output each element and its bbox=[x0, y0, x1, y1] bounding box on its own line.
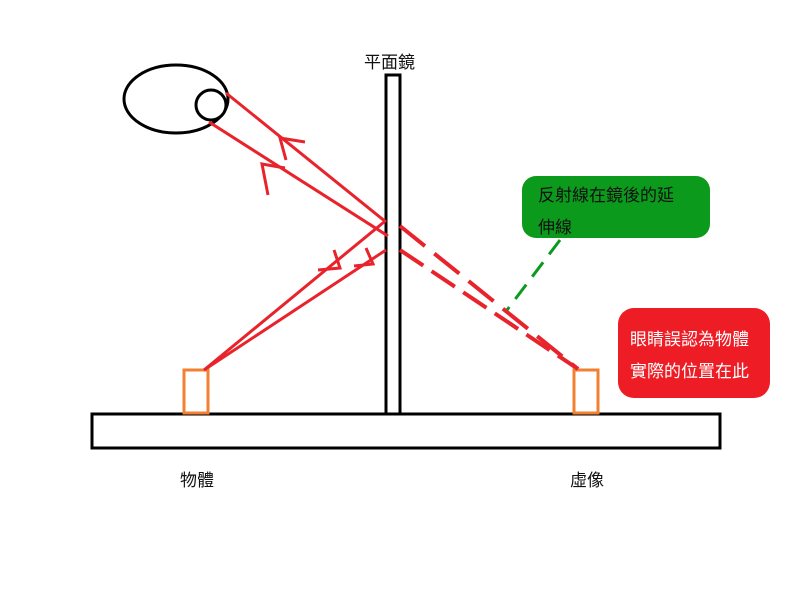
object-box bbox=[182, 368, 210, 415]
image-label: 虛像 bbox=[570, 471, 604, 491]
extension-callout: 反射線在鏡後的延 伸線 bbox=[522, 176, 710, 238]
extension-callout-line1: 反射線在鏡後的延 bbox=[538, 186, 674, 206]
reflected-ray-1 bbox=[225, 91, 387, 224]
callout-pointer bbox=[505, 239, 562, 311]
eye-pupil bbox=[194, 88, 228, 122]
arrowhead-left-2 bbox=[260, 162, 286, 196]
incident-ray-2 bbox=[203, 248, 387, 372]
object-label: 物體 bbox=[180, 471, 214, 491]
arrowhead-left-1 bbox=[277, 136, 306, 161]
extension-line-2 bbox=[398, 248, 580, 371]
incident-ray-1 bbox=[203, 220, 385, 372]
misperception-callout-line1: 眼睛誤認為物體 bbox=[630, 330, 749, 350]
arrowhead-up-2 bbox=[353, 247, 376, 268]
mirror-label: 平面鏡 bbox=[364, 53, 415, 73]
reflected-ray-2 bbox=[208, 120, 389, 238]
extension-callout-line2: 伸線 bbox=[538, 218, 572, 238]
mirror bbox=[384, 73, 402, 417]
arrowhead-up-1 bbox=[317, 249, 343, 272]
virtual-image-box bbox=[572, 368, 600, 415]
misperception-callout-line2: 實際的位置在此 bbox=[630, 362, 749, 382]
misperception-callout: 眼睛誤認為物體 實際的位置在此 bbox=[618, 308, 770, 398]
base-platform bbox=[90, 412, 722, 450]
eye-outline bbox=[122, 63, 230, 135]
extension-line-1 bbox=[398, 224, 580, 371]
